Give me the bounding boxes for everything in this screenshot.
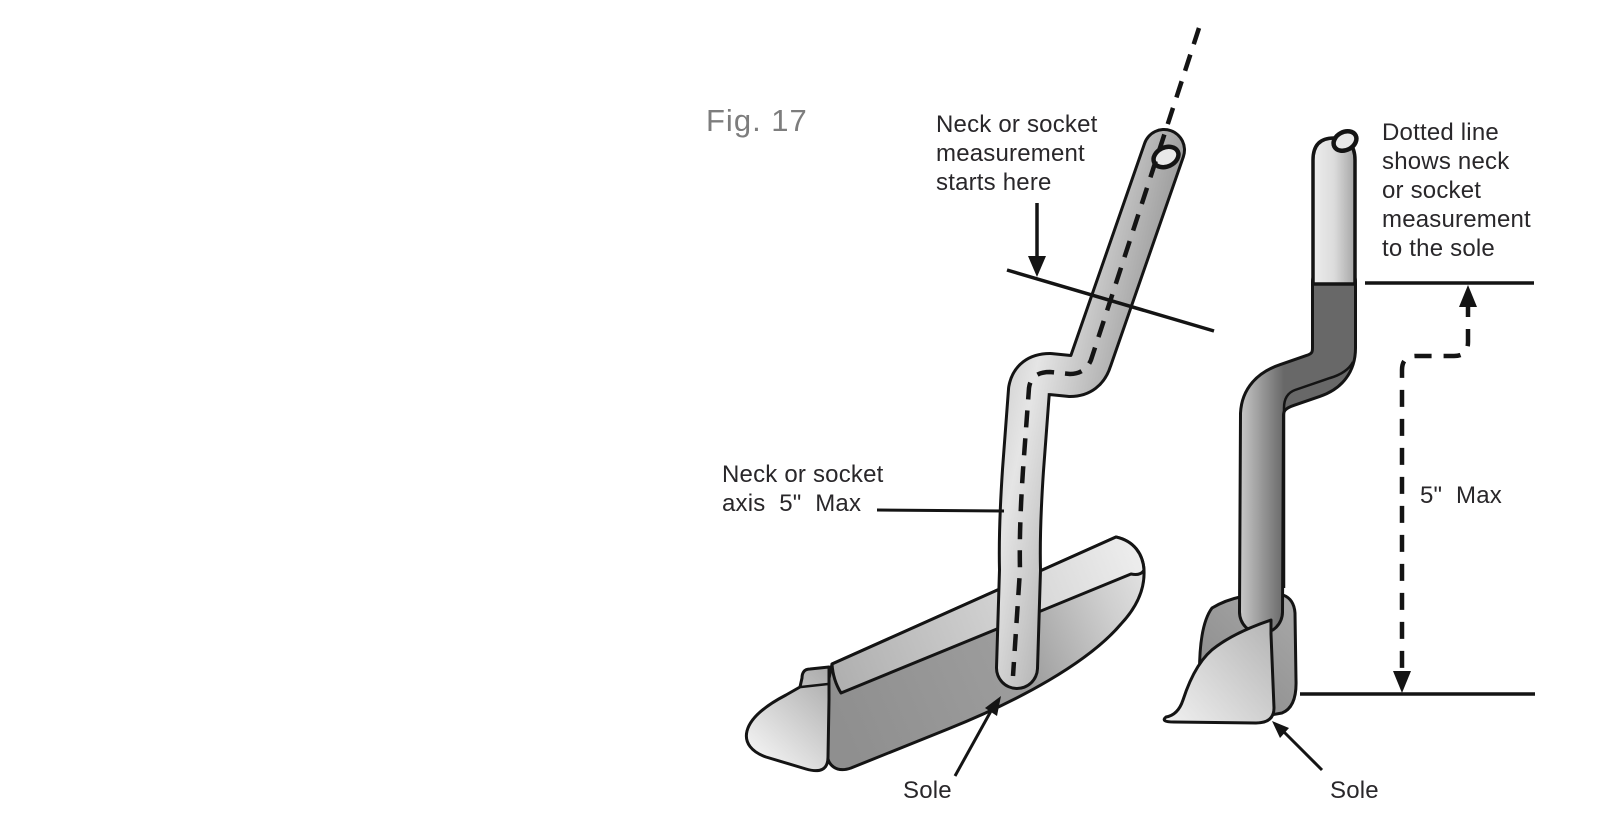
axis-leader-line: [876, 508, 1005, 513]
measurement-dashed-line: [1399, 300, 1471, 676]
annotation-lines: [876, 203, 1535, 777]
left-blade-end-face: [744, 665, 831, 773]
left-blade-notch-line: [800, 682, 829, 689]
note-dotted-line: Dotted line shows neck or socket measure…: [1382, 119, 1531, 262]
label-sole-right: Sole: [1330, 777, 1379, 804]
note-neck-measurement-starts: Neck or socket measurement starts here: [936, 111, 1098, 196]
note-neck-axis-max: Neck or socket axis 5" Max: [722, 461, 884, 517]
right-putter-illustration: [1162, 129, 1359, 725]
sole-left-arrowhead: [985, 696, 1001, 716]
figure-label: Fig. 17: [706, 103, 808, 138]
measurement-start-line: [1006, 268, 1215, 333]
left-putter-illustration: [744, 27, 1202, 773]
left-blade-top-band: [830, 535, 1146, 695]
sole-right-arrow-line: [1282, 730, 1324, 772]
right-neck: [1241, 262, 1354, 632]
right-shaft-butt-loop: [1331, 129, 1359, 153]
label-five-inch-max: 5" Max: [1420, 482, 1502, 509]
right-head-face: [1162, 618, 1276, 725]
right-shaft: [1311, 136, 1357, 286]
sole-right-arrowhead: [1272, 721, 1289, 738]
measurement-down-arrowhead: [1393, 671, 1411, 693]
starts-here-arrowhead: [1028, 256, 1046, 277]
right-neck-flange-line: [1282, 361, 1355, 588]
left-axis-dashed-line: [1010, 27, 1202, 677]
label-sole-left: Sole: [903, 777, 952, 804]
sole-left-arrow-line: [953, 710, 993, 777]
measurement-up-arrowhead: [1459, 285, 1477, 307]
